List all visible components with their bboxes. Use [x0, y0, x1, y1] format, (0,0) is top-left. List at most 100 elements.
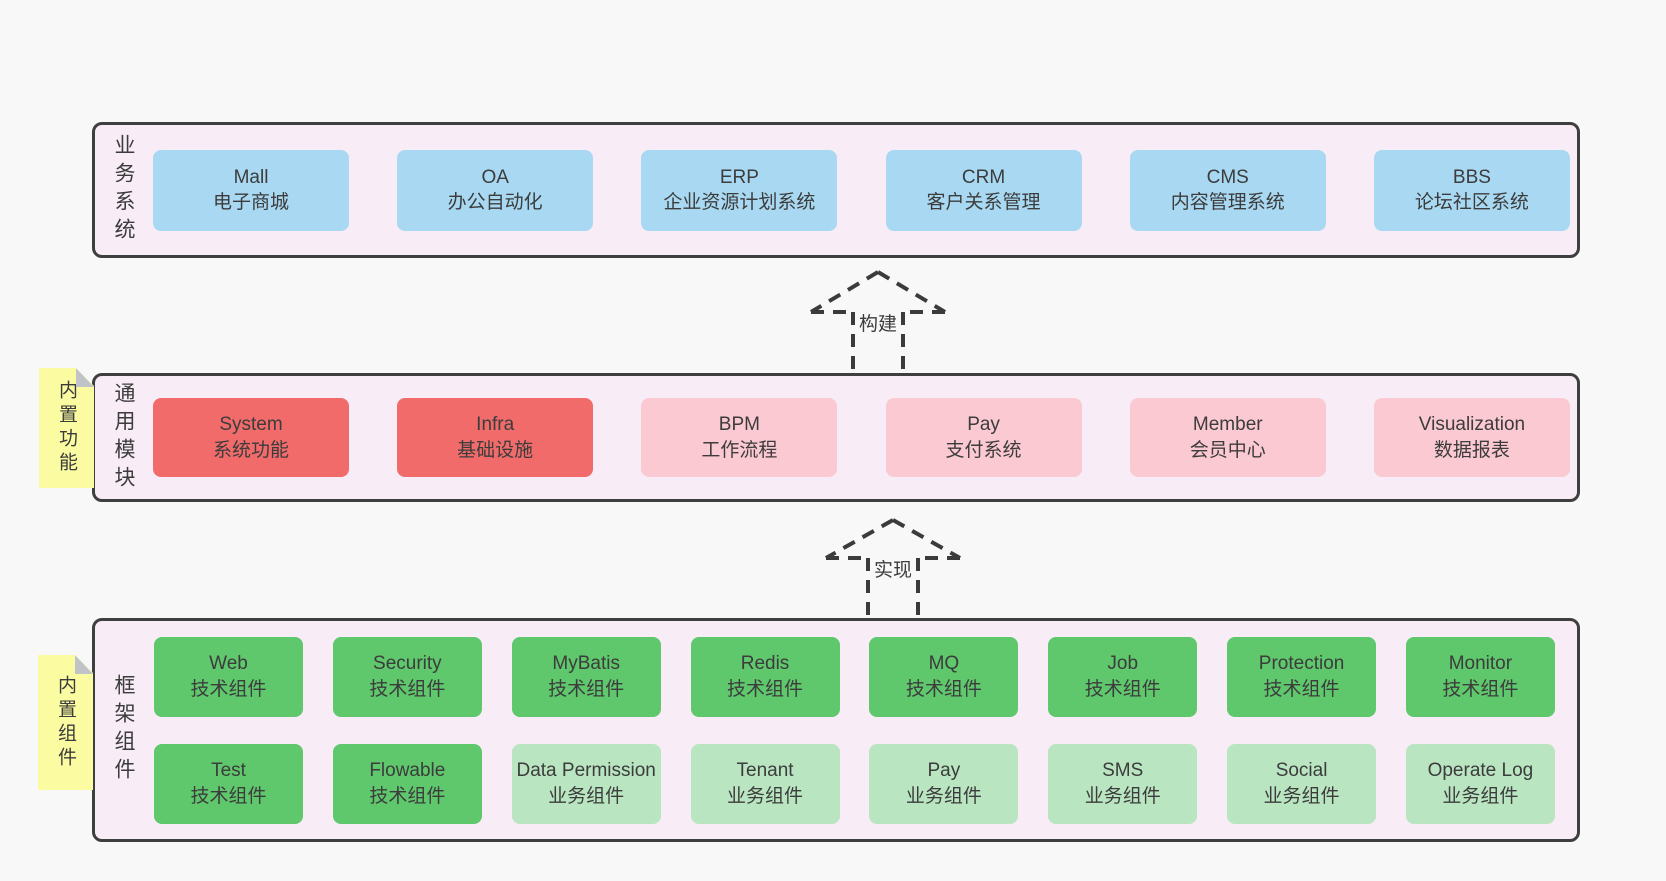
node-test: Test 技术组件 [154, 743, 303, 824]
node-subtitle: 技术组件 [905, 678, 982, 700]
node-subtitle: 技术组件 [369, 785, 446, 807]
node-protection: Protection 技术组件 [1227, 636, 1377, 717]
node-title: Test [211, 760, 246, 782]
node-security: Security 技术组件 [332, 636, 482, 717]
arrow-build: 构建 [808, 268, 948, 372]
node-title: Protection [1258, 653, 1345, 675]
section-label-wrap: 业务系统 [108, 125, 138, 255]
node-crm: CRM 客户关系管理 [885, 149, 1082, 231]
node-subtitle: 办公自动化 [447, 192, 543, 213]
sticky-note-built-in-components-label: 内置组件 [55, 674, 76, 771]
node-title: Infra [476, 414, 515, 436]
node-member: Member 会员中心 [1129, 398, 1326, 477]
node-title: BBS [1452, 166, 1491, 188]
node-title: Redis [740, 653, 790, 675]
node-subtitle: 业务组件 [1442, 785, 1519, 807]
node-subtitle: 业务组件 [727, 785, 804, 807]
node-pay: Pay 业务组件 [869, 743, 1019, 824]
node-title: Mall [233, 166, 269, 188]
section-common-modules-label: 通用模块 [112, 381, 135, 494]
node-title: SMS [1102, 760, 1144, 782]
node-title: Data Permission [516, 760, 656, 782]
arrow-build-label: 构建 [855, 308, 901, 337]
node-tenant: Tenant 业务组件 [690, 743, 840, 824]
node-subtitle: 技术组件 [1263, 678, 1340, 700]
node-subtitle: 会员中心 [1189, 439, 1266, 461]
node-data-permission: Data Permission 业务组件 [511, 743, 661, 824]
section-label-wrap: 通用模块 [108, 376, 138, 499]
common-modules-grid: System 系统功能 Infra 基础设施 BPM 工作流程 Pay 支付系统 Member 会… [153, 376, 1570, 499]
node-subtitle: 业务组件 [905, 785, 982, 807]
node-title: Social [1275, 760, 1328, 782]
node-subtitle: 企业资源计划系统 [663, 192, 816, 213]
arrow-implement-label: 实现 [870, 554, 916, 583]
node-monitor: Monitor 技术组件 [1405, 636, 1555, 717]
node-bpm: BPM 工作流程 [641, 398, 838, 477]
node-subtitle: 数据报表 [1433, 439, 1510, 461]
node-social: Social 业务组件 [1227, 743, 1377, 824]
node-subtitle: 支付系统 [945, 439, 1022, 461]
node-subtitle: 电子商城 [212, 192, 289, 213]
node-subtitle: 技术组件 [190, 785, 267, 807]
node-title: Monitor [1448, 653, 1513, 675]
box-row: System 系统功能 Infra 基础设施 BPM 工作流程 Pay 支付系统 Member 会… [153, 398, 1570, 477]
node-subtitle: 技术组件 [1442, 678, 1519, 700]
node-erp: ERP 企业资源计划系统 [641, 149, 838, 231]
node-title: Operate Log [1427, 760, 1534, 782]
node-title: MyBatis [552, 653, 620, 675]
node-title: Flowable [369, 760, 446, 782]
node-subtitle: 业务组件 [1084, 785, 1161, 807]
node-subtitle: 工作流程 [701, 439, 778, 461]
section-label-wrap: 框架组件 [108, 621, 138, 839]
dashed-up-arrow-icon [825, 518, 961, 615]
node-redis: Redis 技术组件 [690, 636, 840, 717]
note-fold-corner-icon [75, 655, 93, 674]
node-title: Tenant [736, 760, 794, 782]
node-title: Pay [927, 760, 961, 782]
node-job: Job 技术组件 [1048, 636, 1198, 717]
node-title: Pay [967, 414, 1000, 436]
node-title: BPM [718, 414, 760, 436]
node-subtitle: 技术组件 [1084, 678, 1161, 700]
node-operate-log: Operate Log 业务组件 [1405, 743, 1555, 824]
node-visualization: Visualization 数据报表 [1373, 398, 1570, 477]
node-subtitle: 客户关系管理 [926, 192, 1041, 213]
node-title: Security [373, 653, 442, 675]
node-title: CRM [961, 166, 1006, 188]
section-common-modules: 通用模块 System 系统功能 Infra 基础设施 BPM 工作流程 Pay 支付系统 Me… [92, 373, 1580, 502]
node-subtitle: 技术组件 [369, 678, 446, 700]
node-cms: CMS 内容管理系统 [1129, 149, 1326, 231]
node-subtitle: 业务组件 [548, 785, 625, 807]
node-subtitle: 内容管理系统 [1170, 192, 1285, 213]
node-title: ERP [719, 166, 759, 188]
node-title: Visualization [1418, 414, 1526, 436]
node-title: CMS [1206, 166, 1249, 188]
node-subtitle: 技术组件 [727, 678, 804, 700]
sticky-note-built-in-features: 内置功能 [39, 368, 94, 488]
node-subtitle: 技术组件 [190, 678, 267, 700]
dashed-up-arrow-icon [809, 270, 947, 370]
node-subtitle: 系统功能 [212, 439, 289, 461]
section-business-systems-label: 业务系统 [112, 134, 135, 246]
node-subtitle: 技术组件 [548, 678, 625, 700]
node-mybatis: MyBatis 技术组件 [511, 636, 661, 717]
node-subtitle: 论坛社区系统 [1414, 192, 1529, 213]
node-infra: Infra 基础设施 [397, 398, 594, 477]
sticky-note-built-in-components: 内置组件 [38, 655, 93, 790]
sticky-note-built-in-features-label: 内置功能 [56, 380, 77, 476]
node-title: System [219, 414, 283, 436]
node-subtitle: 基础设施 [457, 439, 534, 461]
node-subtitle: 业务组件 [1263, 785, 1340, 807]
node-title: Member [1192, 414, 1263, 436]
note-fold-corner-icon [76, 368, 94, 387]
arrow-implement: 实现 [823, 516, 963, 617]
node-title: Job [1107, 653, 1139, 675]
